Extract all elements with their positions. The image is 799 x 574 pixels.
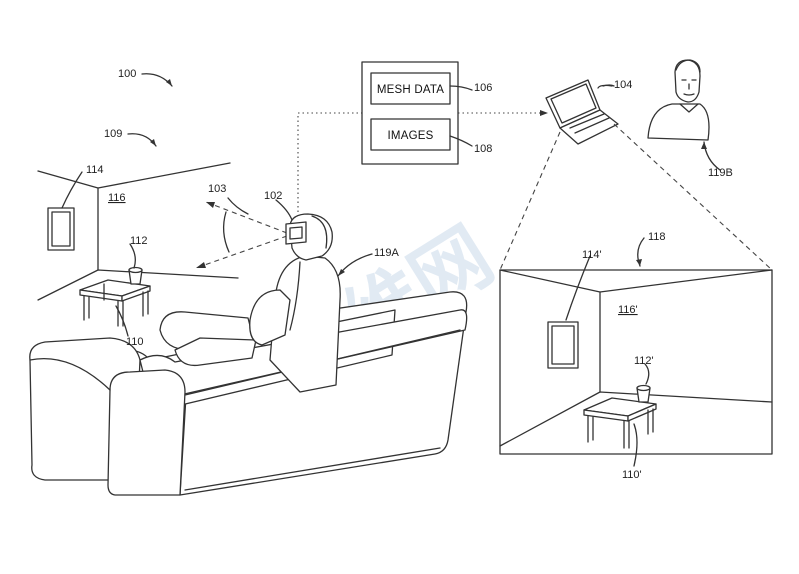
ref-110-prime: 110': [622, 469, 642, 481]
images-box: [370, 118, 451, 151]
ref-100: 100: [118, 68, 136, 80]
ref-114-prime: 114': [582, 249, 602, 261]
images-label: IMAGES: [388, 130, 434, 142]
ref-108: 108: [474, 143, 492, 155]
ref-119a: 119A: [374, 247, 400, 259]
view-projection: [499, 123, 773, 271]
ref-109: 109: [104, 128, 122, 140]
wall-art-view: [547, 321, 579, 369]
ref-118: 118: [648, 231, 666, 243]
ref-116-prime: 116': [618, 304, 638, 316]
user-b: [647, 59, 710, 141]
storage-box: MESH DATA IMAGES: [361, 61, 473, 165]
user-a: [159, 213, 341, 393]
ref-110: 110: [126, 336, 144, 348]
ref-103: 103: [208, 183, 226, 195]
ref-119b: 119B: [708, 167, 733, 179]
mesh-data-box: [370, 72, 451, 105]
headset-device: [285, 221, 307, 245]
ref-102: 102: [264, 190, 282, 202]
cup: [128, 266, 143, 285]
laptop: [545, 79, 619, 145]
side-table-view: [583, 397, 657, 449]
leaders: [61, 73, 721, 467]
ref-116: 116: [108, 192, 126, 204]
reference-numerals: 100 109 114 116 103 102 112 110 119A 106…: [86, 68, 733, 481]
cup-view: [636, 384, 651, 403]
mesh-data-label: MESH DATA: [377, 84, 444, 96]
ref-104: 104: [614, 79, 632, 91]
ref-106: 106: [474, 82, 492, 94]
rendered-view: [499, 269, 773, 455]
ref-112-prime: 112': [634, 355, 654, 367]
physical-room: [37, 162, 239, 327]
data-link: [297, 110, 548, 212]
ref-112: 112: [130, 235, 148, 247]
side-table: [79, 279, 151, 327]
ref-114: 114: [86, 164, 104, 176]
field-of-view: [195, 201, 288, 269]
